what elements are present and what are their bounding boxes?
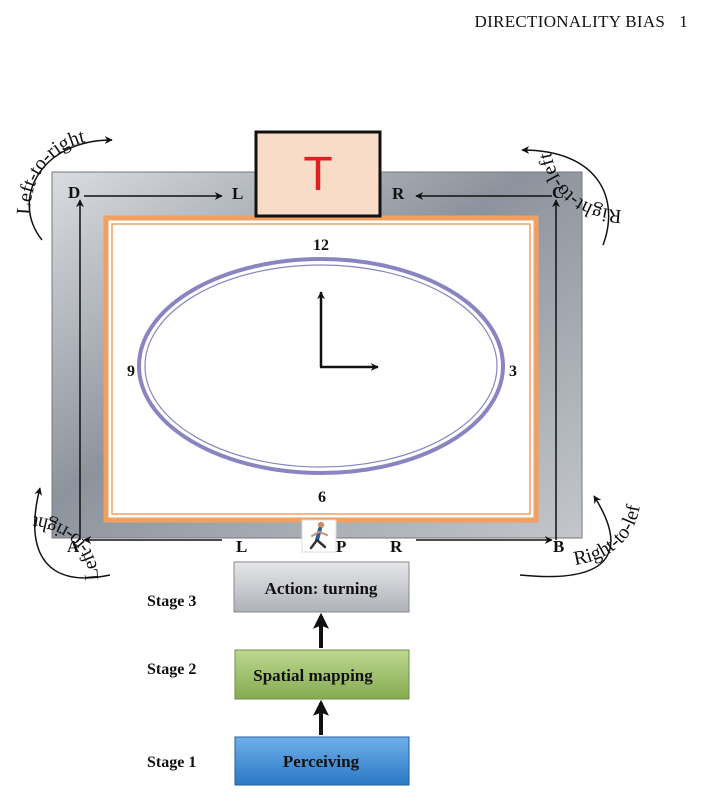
target-box — [254, 130, 382, 218]
clock-label-6: 6 — [318, 489, 326, 506]
observer-label: P — [336, 537, 346, 556]
top-right-label: R — [392, 184, 405, 203]
curved-arrow-bottom-left — [33, 487, 111, 579]
stage-1-name: Stage 1 — [147, 754, 196, 771]
page-number: 1 — [679, 12, 688, 31]
top-left-label: L — [232, 184, 243, 203]
stage-3-box — [233, 561, 410, 613]
running-header: DIRECTIONALITY BIAS 1 — [475, 12, 688, 32]
corner-label-b: B — [553, 537, 564, 556]
clock-label-12: 12 — [313, 237, 329, 254]
clock-face-outer — [137, 257, 505, 475]
corner-label-a: A — [67, 537, 80, 556]
clock-label-9: 9 — [127, 363, 135, 380]
running-title: DIRECTIONALITY BIAS — [474, 12, 666, 31]
stage-2-box-label: Spatial mapping — [253, 666, 373, 685]
curved-arrow-bottom-right — [519, 495, 612, 578]
stage-2-box — [234, 649, 410, 700]
stage-1-box-label: Perceiving — [283, 752, 360, 771]
target-label: T — [303, 148, 332, 201]
corner-label-d: D — [68, 183, 80, 202]
room-inner-border — [103, 215, 539, 523]
stage-3-name: Stage 3 — [147, 593, 196, 610]
corner-label-c: C — [552, 183, 564, 202]
bottom-right-label: R — [390, 537, 403, 556]
room-inner-line — [111, 223, 531, 515]
stage-1-box — [234, 736, 410, 786]
clock-label-3: 3 — [509, 363, 517, 380]
clock-face-inner — [144, 264, 498, 468]
walking-person-icon — [301, 519, 337, 553]
stage-3-box-label: Action: turning — [265, 579, 378, 598]
stage-2-name: Stage 2 — [147, 661, 196, 678]
bottom-left-label: L — [236, 537, 247, 556]
